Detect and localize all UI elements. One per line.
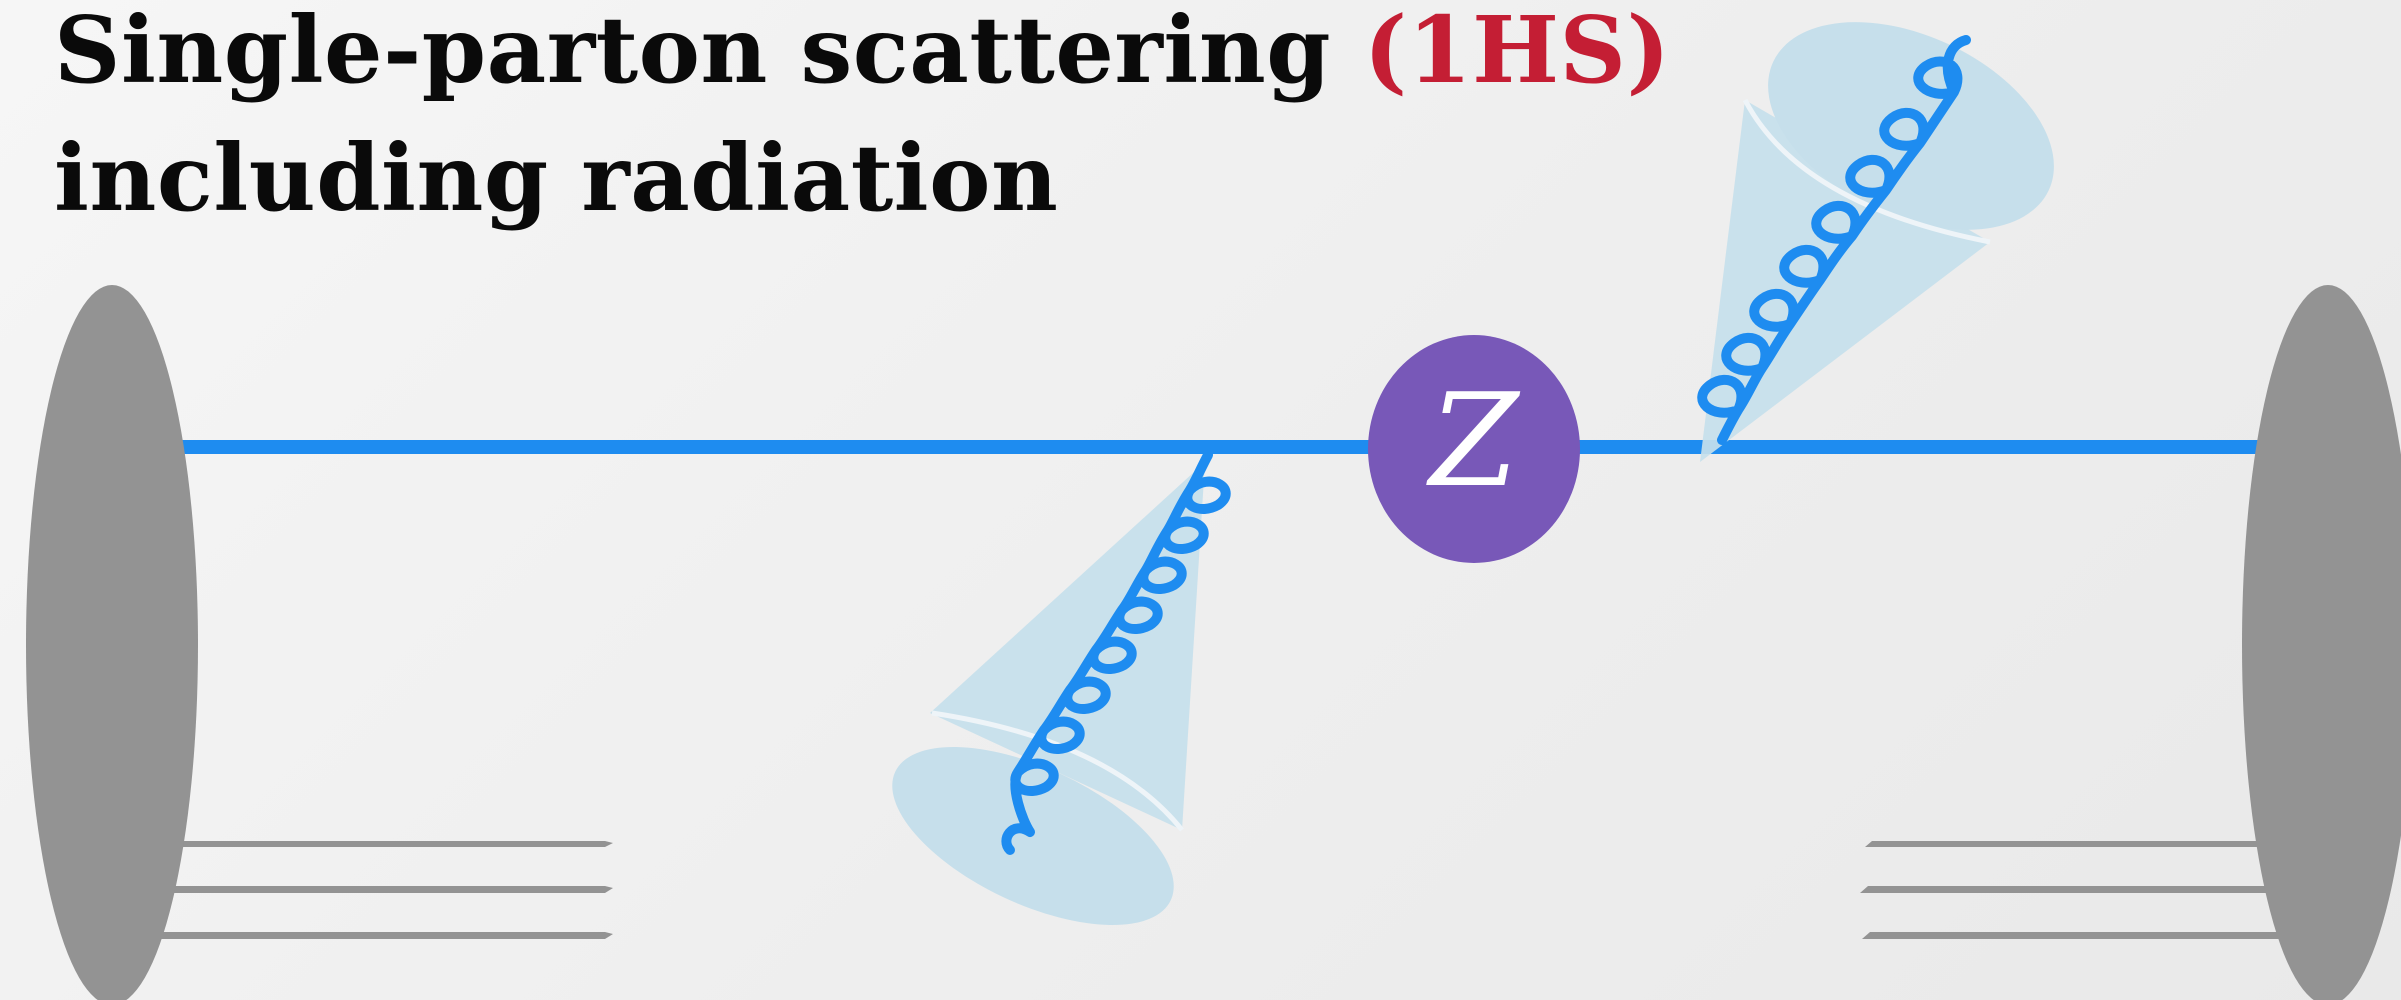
upper-gluon <box>1697 35 1971 445</box>
left-proton <box>26 285 198 1000</box>
z-boson-label: Z <box>1426 367 1521 516</box>
left-spectator-line <box>150 886 613 893</box>
lower-gluon <box>1001 450 1231 855</box>
diagram-title: Single-parton scattering (1HS) including… <box>54 0 1671 242</box>
title-line2: including radiation <box>54 124 1059 232</box>
right-spectator-line <box>1860 886 2280 893</box>
right-spectator-line <box>1865 841 2280 847</box>
upper-jet-cone <box>1700 22 2054 462</box>
title-highlight-1hs: (1HS) <box>1363 0 1671 104</box>
right-spectator-lines <box>1860 841 2280 939</box>
left-spectator-line <box>150 932 613 939</box>
z-boson: Z <box>1368 335 1580 563</box>
right-spectator-line <box>1862 932 2280 939</box>
z-boson-circle <box>1368 335 1580 563</box>
title-line1-prefix: Single-parton scattering <box>54 0 1364 104</box>
left-spectator-line <box>150 841 613 847</box>
left-spectator-lines <box>150 841 613 939</box>
right-proton <box>2242 285 2401 1000</box>
lower-jet-cone <box>892 462 1205 926</box>
